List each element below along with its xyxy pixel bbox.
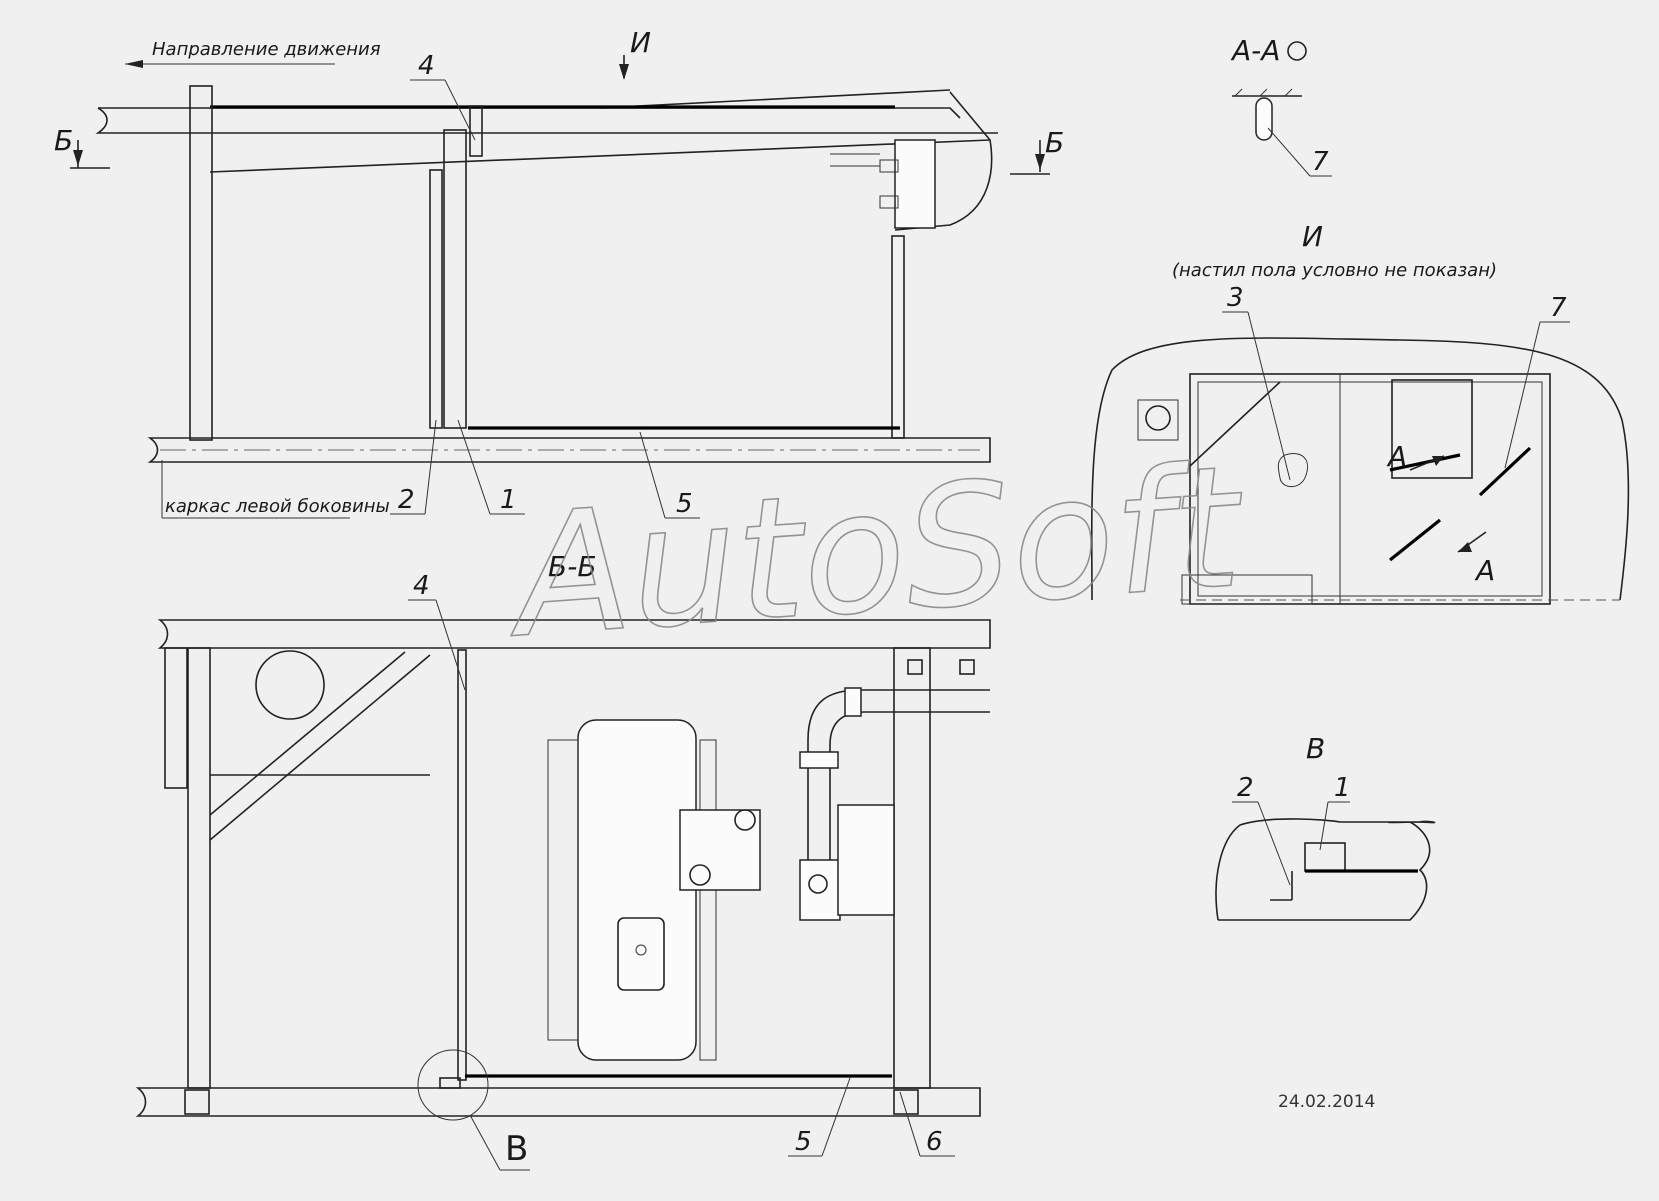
section-marker-left: Б xyxy=(54,124,73,157)
callout-5-bb: 5 xyxy=(795,1127,812,1157)
section-a-marker-1: А xyxy=(1386,440,1407,473)
detail-marker: В xyxy=(505,1129,528,1169)
panel-2 xyxy=(429,169,443,429)
heater-body xyxy=(577,719,697,1061)
panel-right xyxy=(891,235,905,439)
direction-arrow-icon xyxy=(125,60,143,68)
frame-label: каркас левой боковины xyxy=(165,496,390,517)
direction-label: Направление движения xyxy=(152,39,381,60)
section-marker-right: Б xyxy=(1045,126,1064,159)
section-aa: А-А 7 xyxy=(1230,34,1332,177)
pipe xyxy=(807,689,990,860)
right-post xyxy=(893,647,931,1089)
rod-7 xyxy=(1255,97,1273,141)
cabinet-frame xyxy=(1189,373,1551,605)
roof-beam xyxy=(157,619,991,649)
callout-2-v: 2 xyxy=(1237,773,1254,803)
watermark: AutoSoft xyxy=(500,428,1251,675)
callout-2-top: 2 xyxy=(398,485,415,515)
view-v: В 2 1 xyxy=(1215,732,1436,921)
view-v-title: В xyxy=(1306,732,1325,765)
section-a-marker-2: А xyxy=(1474,554,1495,587)
section-bb: Б-Б 4 5 xyxy=(135,550,991,1171)
view-arrow-icon xyxy=(619,64,629,80)
callout-4-bb: 4 xyxy=(413,571,430,601)
callout-3-i: 3 xyxy=(1227,283,1244,313)
callout-1-v: 1 xyxy=(1334,773,1351,803)
panel-4 xyxy=(457,649,467,1081)
section-arrow-left-icon xyxy=(73,150,83,166)
bracket-4 xyxy=(469,105,483,157)
view-arrow-letter: И xyxy=(630,26,651,59)
left-post xyxy=(187,647,211,1089)
callout-5-top: 5 xyxy=(676,489,693,519)
callout-4-top: 4 xyxy=(418,51,435,81)
drawing-date: 24.02.2014 xyxy=(1278,1092,1375,1112)
section-bb-title: Б-Б xyxy=(548,550,597,583)
side-frame-beam xyxy=(147,437,991,463)
view-i: И (настил пола условно не показан) 3 7 А… xyxy=(1090,220,1630,605)
part-1-v xyxy=(1304,842,1346,872)
panel-1 xyxy=(443,129,467,429)
callout-7-aa: 7 xyxy=(1312,147,1329,177)
heater-panel xyxy=(617,917,665,991)
floor-beam xyxy=(135,1087,981,1117)
view-i-note: (настил пола условно не показан) xyxy=(1172,260,1497,281)
top-view: Направление движения И Б Б xyxy=(54,26,1064,519)
valve-block xyxy=(679,809,761,891)
section-arrow-right-icon xyxy=(1035,154,1045,170)
frame-post xyxy=(189,85,213,441)
view-i-title: И xyxy=(1302,220,1323,253)
callout-1-top: 1 xyxy=(500,485,517,515)
detail-circle xyxy=(417,1049,489,1121)
callout-7-i: 7 xyxy=(1550,293,1567,323)
view-i-outline xyxy=(1090,337,1630,601)
section-aa-title: А-А xyxy=(1230,34,1280,67)
callout-6-bb: 6 xyxy=(926,1127,943,1157)
view-v-outline xyxy=(1218,821,1431,921)
part-3 xyxy=(1277,453,1308,488)
rotate-icon xyxy=(1287,41,1307,61)
